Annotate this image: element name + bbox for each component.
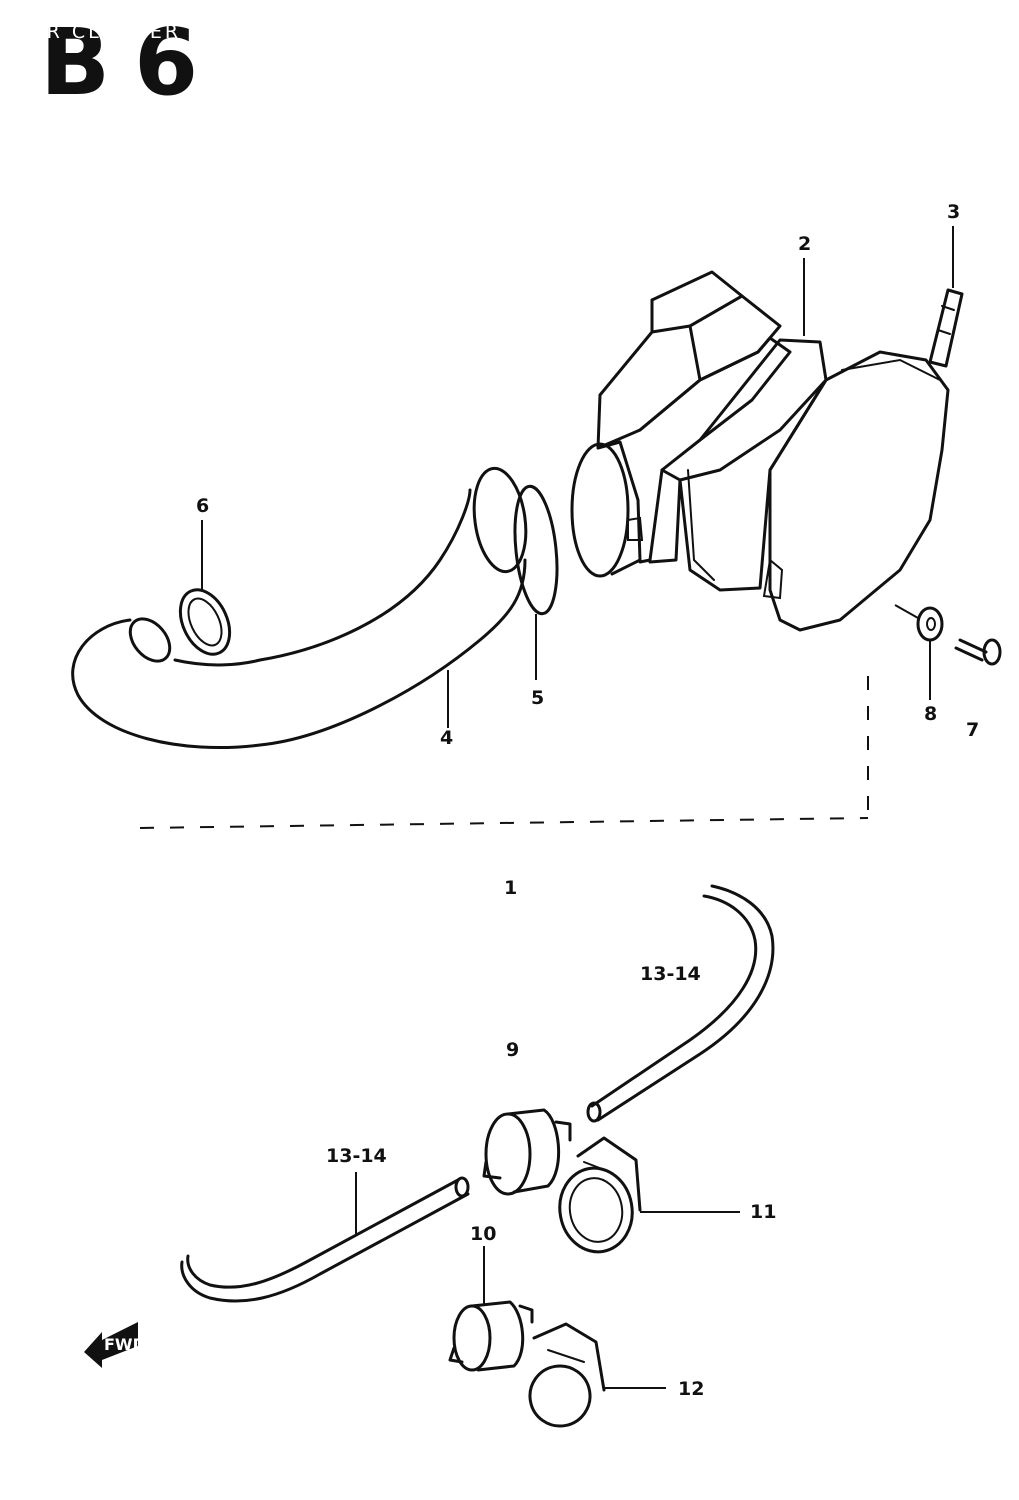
section-title: AIR CLEANER	[22, 21, 181, 43]
valve	[482, 1108, 572, 1196]
section-code: B 6	[40, 9, 194, 116]
callout-13-14-upper: 13-14	[640, 963, 701, 985]
forward-arrow: FWD	[84, 1322, 146, 1368]
callout-11: 11	[750, 1201, 776, 1223]
callout-7: 7	[966, 719, 979, 741]
callout-2: 2	[798, 233, 811, 255]
air-cleaner-case	[570, 270, 950, 632]
tube-seal	[513, 484, 559, 616]
screw	[954, 638, 1002, 666]
assembly-bracket	[139, 676, 869, 829]
washer	[916, 606, 944, 642]
section-header: B 6 AIR CLEANER	[22, 9, 198, 116]
callout-5: 5	[531, 687, 544, 709]
lower-hose	[180, 1176, 470, 1303]
small-bracket	[528, 1322, 606, 1428]
callout-1: 1	[504, 877, 517, 899]
outlet-tube	[71, 466, 528, 749]
callout-12: 12	[678, 1378, 704, 1400]
upper-hose	[586, 884, 775, 1123]
callout-3: 3	[947, 201, 960, 223]
callout-4: 4	[440, 727, 453, 749]
callout-9: 9	[506, 1039, 519, 1061]
clamp-plate	[928, 288, 964, 368]
callout-13-14-lower: 13-14	[326, 1145, 387, 1167]
leader-lines	[201, 226, 954, 1389]
small-valve	[448, 1300, 534, 1372]
callout-10: 10	[470, 1223, 496, 1245]
forward-marker: FWD	[104, 1335, 146, 1354]
callout-labels: 2 3 6 5 4 8 7 1 13-14 9 13-14 10 11 12	[196, 201, 979, 1400]
callout-8: 8	[924, 703, 937, 725]
callout-6: 6	[196, 495, 209, 517]
valve-bracket	[558, 1136, 642, 1254]
tube-clamp	[178, 588, 232, 656]
